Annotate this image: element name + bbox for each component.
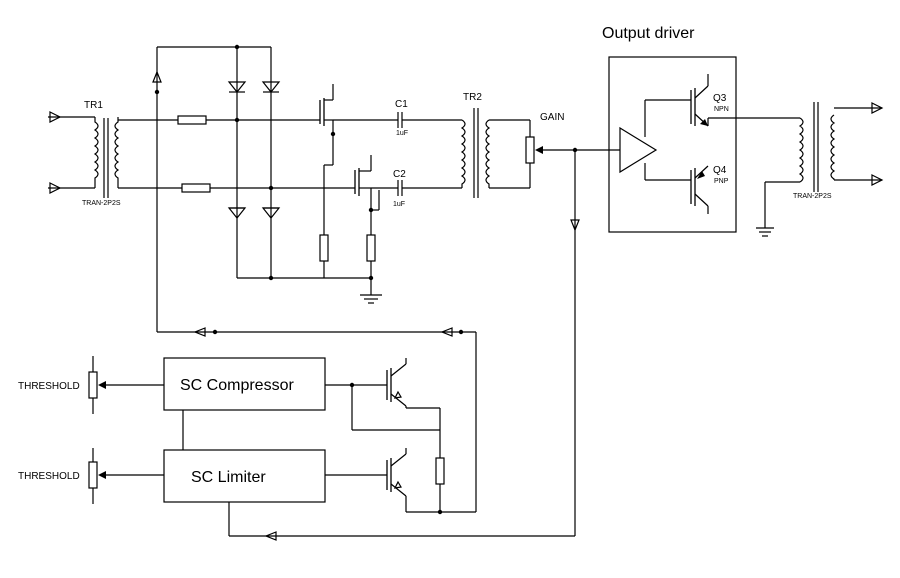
tr1-part: TRAN-2P2S xyxy=(82,200,121,207)
sidechain-feed xyxy=(228,150,580,541)
c2-value: 1uF xyxy=(393,201,405,208)
tr1-ref: TR1 xyxy=(84,100,103,111)
sc-compressor-label: SC Compressor xyxy=(180,377,294,394)
q3-type: NPN xyxy=(714,106,729,113)
input-resistor-bottom xyxy=(181,183,211,193)
c1-value: 1uF xyxy=(396,130,408,137)
input-network xyxy=(118,44,371,332)
threshold-label-limiter: THRESHOLD xyxy=(18,471,80,482)
input-terminals xyxy=(48,111,95,194)
input-resistor-top xyxy=(177,115,207,125)
output-driver xyxy=(619,74,765,214)
q3-ref: Q3 xyxy=(713,93,727,104)
transformer-tr1 xyxy=(93,117,120,198)
output-driver-title: Output driver xyxy=(602,25,695,42)
tr2-ref: TR2 xyxy=(463,92,482,103)
capacitor-c1 xyxy=(397,112,462,128)
output-transformer-part: TRAN-2P2S xyxy=(793,193,832,200)
output-driver-box xyxy=(608,56,737,233)
gain-label: GAIN xyxy=(540,112,564,123)
threshold-label-compressor: THRESHOLD xyxy=(18,381,80,392)
c2-ref: C2 xyxy=(393,169,406,180)
sc-compressor-block xyxy=(163,357,326,411)
sc-limiter-block xyxy=(163,449,326,503)
transformer-tr2 xyxy=(460,108,530,198)
gain-potentiometer xyxy=(525,120,620,188)
sidechain-transistors xyxy=(325,358,445,515)
q4-type: PNP xyxy=(714,178,729,185)
fet-stage xyxy=(319,84,398,304)
c1-ref: C1 xyxy=(395,99,408,110)
sc-limiter-label: SC Limiter xyxy=(191,469,266,486)
capacitor-c2 xyxy=(397,180,462,196)
threshold-pots xyxy=(88,356,164,504)
transformer-output xyxy=(756,102,884,237)
q4-ref: Q4 xyxy=(713,165,727,176)
